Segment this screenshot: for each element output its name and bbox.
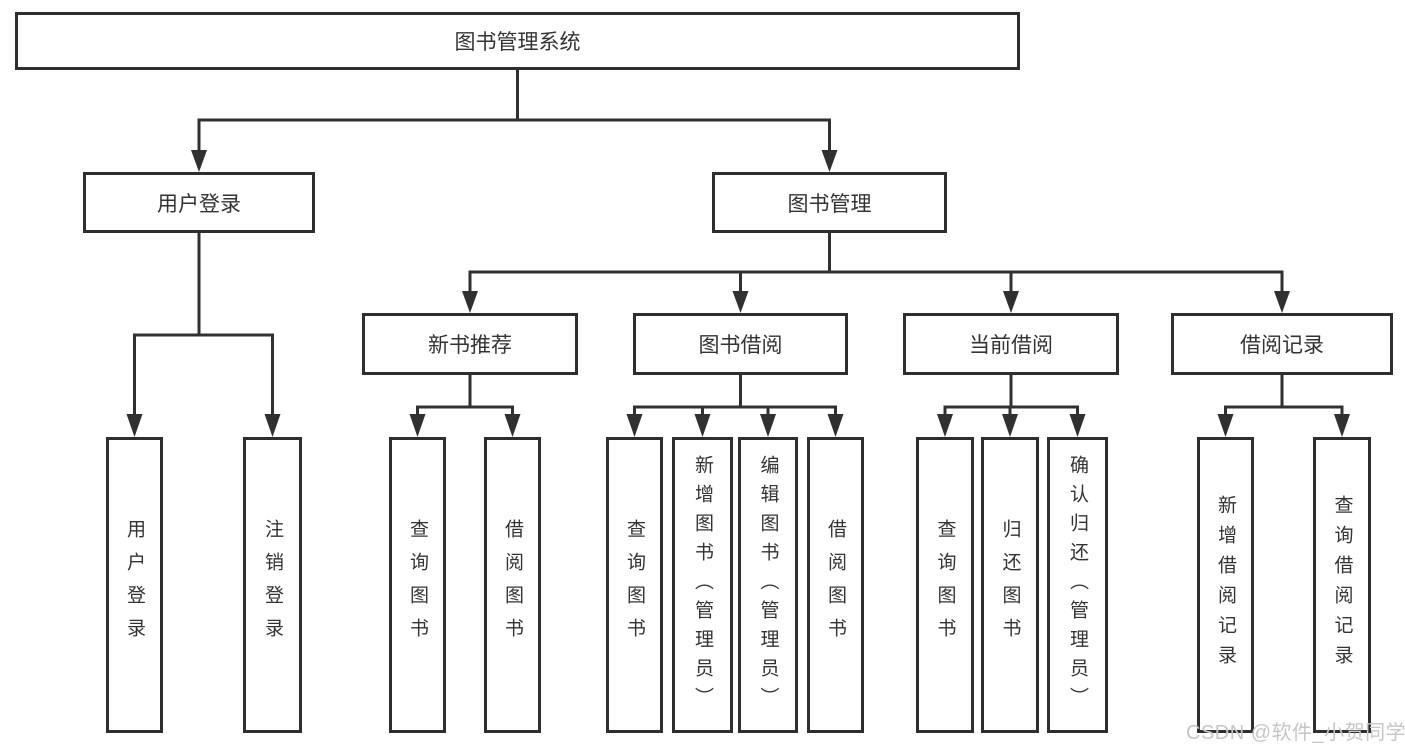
edge-root-trunk [197, 70, 831, 152]
arrow-to-book-borrow [732, 291, 749, 313]
leaf-bb-add-books-label: 新增图书（管理员） [692, 454, 713, 716]
arrow-to-user-login [191, 150, 207, 172]
leaf-br-query-record-label: 查询借阅记录 [1331, 495, 1353, 675]
leaf-nb-borrow-books-label: 借阅图书 [502, 519, 523, 651]
leaf-nb-query-books: 查询图书 [389, 437, 446, 733]
leaf-nb-borrow-books: 借阅图书 [484, 437, 541, 733]
leaf-bb-add-books: 新增图书（管理员） [672, 437, 733, 733]
node-current-borrow: 当前借阅 [903, 313, 1119, 375]
arrow-to-br-query [1334, 414, 1350, 437]
arrow-to-new-books [462, 291, 478, 313]
arrow-to-bb-add [694, 414, 711, 437]
arrow-to-borrow-records [1274, 291, 1290, 313]
csdn-watermark: CSDN @软件_小贺同学 [1186, 722, 1405, 744]
edge-book-borrow-trunk [633, 375, 837, 416]
node-book-borrow: 图书借阅 [633, 313, 848, 375]
arrow-to-nb-query [409, 414, 426, 437]
arrow-to-bb-borrow [827, 414, 844, 437]
arrowheads [126, 150, 1350, 437]
leaf-bb-edit-books-label: 编辑图书（管理员） [757, 454, 779, 716]
node-borrow-records: 借阅记录 [1171, 313, 1393, 375]
edge-new-books-trunk [416, 375, 514, 416]
leaf-br-add-record-label: 新增借阅记录 [1215, 495, 1236, 675]
arrow-to-current-borrow [1003, 291, 1019, 313]
node-book-mgmt: 图书管理 [712, 172, 947, 233]
leaf-nb-query-books-label: 查询图书 [407, 519, 428, 651]
leaf-bb-query-books-label: 查询图书 [624, 519, 645, 651]
edge-user-login-trunk [133, 233, 274, 416]
arrow-to-leaf-user-login [126, 414, 143, 437]
edge-book-mgmt-trunk [468, 233, 1284, 293]
leaf-user-login: 用户登录 [106, 437, 163, 733]
arrow-to-br-add [1217, 414, 1234, 437]
node-user-login: 用户登录 [83, 172, 315, 233]
edge-current-borrow-trunk [943, 375, 1079, 416]
leaf-bb-borrow-books: 借阅图书 [807, 437, 864, 733]
leaf-cb-return-books-label: 归还图书 [999, 519, 1021, 651]
arrow-to-cb-confirm [1069, 414, 1086, 437]
leaf-cb-query-books-label: 查询图书 [934, 519, 956, 651]
leaf-bb-edit-books: 编辑图书（管理员） [738, 437, 798, 733]
leaf-br-query-record: 查询借阅记录 [1313, 437, 1371, 733]
leaf-bb-borrow-books-label: 借阅图书 [825, 519, 846, 651]
node-new-books: 新书推荐 [362, 313, 578, 375]
leaf-logout: 注销登录 [243, 437, 302, 733]
leaf-cb-query-books: 查询图书 [916, 437, 974, 733]
leaf-user-login-label: 用户登录 [124, 519, 145, 651]
arrow-to-leaf-logout [264, 414, 281, 437]
arrow-to-cb-query [937, 414, 953, 437]
leaf-cb-confirm-return: 确认归还（管理员） [1047, 437, 1108, 733]
leaf-bb-query-books: 查询图书 [606, 437, 663, 733]
leaf-logout-label: 注销登录 [262, 519, 283, 651]
arrow-to-bb-edit [760, 414, 776, 437]
leaf-br-add-record: 新增借阅记录 [1197, 437, 1254, 733]
node-root: 图书管理系统 [15, 12, 1020, 70]
edge-borrow-records-trunk [1224, 375, 1344, 416]
arrow-to-nb-borrow [504, 414, 521, 437]
leaf-cb-confirm-return-label: 确认归还（管理员） [1067, 454, 1088, 716]
arrow-to-book-mgmt [821, 150, 838, 172]
arrow-to-cb-return [1002, 414, 1018, 437]
leaf-cb-return-books: 归还图书 [981, 437, 1039, 733]
arrow-to-bb-query [626, 414, 643, 437]
